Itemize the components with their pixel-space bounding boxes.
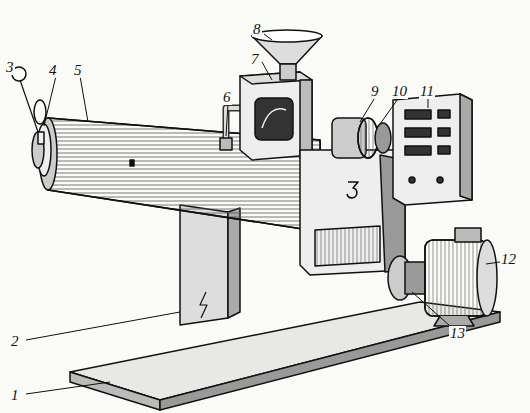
callout-number: 4	[48, 63, 58, 78]
callout-number: 10	[391, 84, 408, 99]
callout-number: 8	[252, 22, 262, 37]
callout-number: 5	[73, 63, 83, 78]
callout-number: 2	[10, 334, 20, 349]
callout-number: 9	[370, 84, 380, 99]
callout-number: 12	[500, 252, 517, 267]
callout-number: 6	[222, 90, 232, 105]
callout-number: 13	[449, 326, 466, 341]
callout-number: 7	[250, 52, 260, 67]
callout-number: 3	[5, 60, 15, 75]
callout-number: 11	[419, 84, 435, 99]
callout-number: 1	[10, 388, 20, 403]
